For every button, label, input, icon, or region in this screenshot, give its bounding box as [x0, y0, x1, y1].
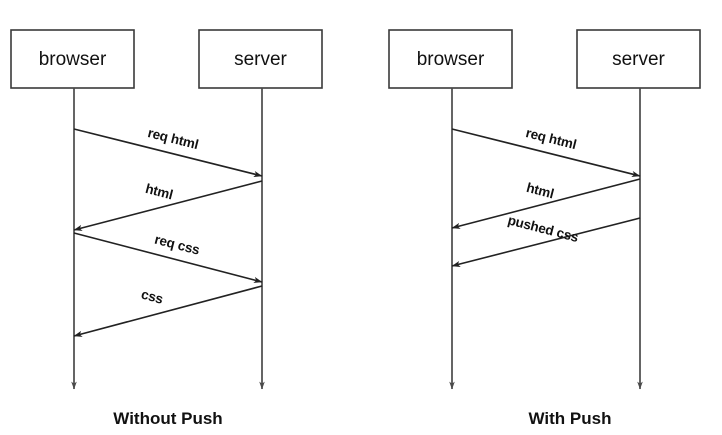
message-req-html: req html [451, 125, 641, 178]
message-arrow-pushed-css [451, 217, 641, 267]
message-arrow-req-html [73, 128, 263, 178]
message-label-req-css: req css [153, 232, 201, 258]
message-arrow-html [73, 180, 263, 231]
participant-browser-right[interactable]: browser [388, 29, 513, 390]
panel-caption-with-push: With Push [529, 409, 612, 428]
message-html: html [73, 180, 263, 231]
message-req-css: req css [73, 232, 263, 283]
message-arrow-html [451, 178, 641, 229]
participant-label-browser: browser [39, 49, 107, 70]
participant-server-right[interactable]: server [576, 29, 701, 390]
panel-caption-without-push: Without Push [113, 409, 222, 428]
participant-label-server: server [234, 49, 287, 70]
participant-box-server[interactable] [198, 29, 323, 89]
message-css: css [73, 285, 263, 337]
message-label-pushed-css: pushed css [506, 212, 580, 245]
participant-box-browser[interactable] [388, 29, 513, 89]
message-arrow-css [73, 285, 263, 337]
participant-box-server[interactable] [576, 29, 701, 89]
participant-browser-left[interactable]: browser [10, 29, 135, 390]
message-label-req-html: req html [524, 125, 578, 152]
message-arrow-req-css [73, 232, 263, 283]
participant-box-browser[interactable] [10, 29, 135, 89]
message-label-html: html [525, 180, 556, 201]
panel-without-push: browser server req html html req css css… [10, 29, 323, 428]
message-label-html: html [144, 181, 175, 202]
panel-with-push: browser server req html html pushed css … [388, 29, 701, 428]
message-arrow-req-html [451, 128, 641, 178]
message-html: html [451, 178, 641, 229]
participant-server-left[interactable]: server [198, 29, 323, 390]
message-req-html: req html [73, 125, 263, 178]
message-label-css: css [140, 287, 165, 307]
participant-label-server: server [612, 49, 665, 70]
participant-label-browser: browser [417, 49, 485, 70]
message-label-req-html: req html [146, 125, 200, 152]
